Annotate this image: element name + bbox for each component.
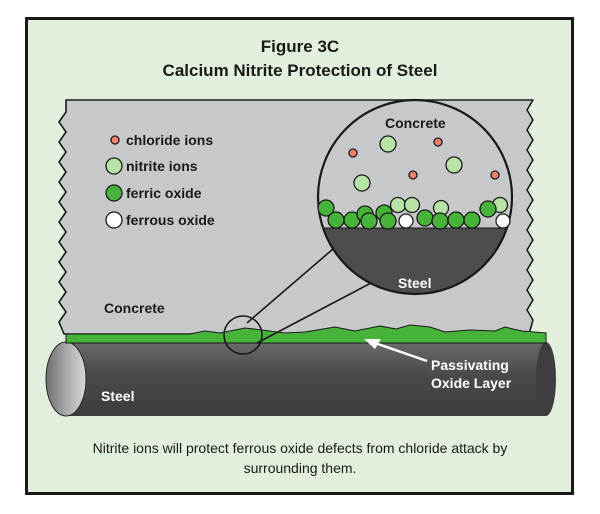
ferric-oxide (479, 200, 497, 218)
ferrous-oxide (495, 213, 511, 229)
legend-swatch-ferric (105, 184, 123, 202)
passivating-label-line1: Passivating (431, 357, 509, 373)
legend-label-ferric: ferric oxide (126, 185, 202, 201)
nitrite-ion (403, 196, 421, 214)
steel-bar-end-cap (45, 341, 87, 417)
steel-main-label: Steel (101, 388, 134, 404)
ferric-oxide (317, 199, 335, 217)
nitrite-ion (353, 174, 371, 192)
chloride-ion (348, 148, 358, 158)
legend-label-nitrite: nitrite ions (126, 158, 198, 174)
ferric-oxide (379, 212, 397, 230)
chloride-ion (408, 170, 418, 180)
ferric-oxide (327, 211, 345, 229)
chloride-ion (433, 137, 443, 147)
figure-title: Figure 3C (260, 37, 340, 56)
passivating-oxide-layer (65, 324, 547, 344)
ferric-oxide (463, 211, 481, 229)
legend-swatch-chloride (110, 135, 120, 145)
ferrous-oxide (398, 213, 414, 229)
legend-swatch-nitrite (105, 157, 123, 175)
zoom-connector-top (246, 248, 334, 324)
ferric-oxide (416, 209, 434, 227)
inset-particles (317, 135, 511, 230)
concrete-main-label: Concrete (104, 300, 165, 316)
legend-swatch-ferrous (105, 211, 123, 229)
legend: chloride ions nitrite ions ferric oxide … (105, 132, 215, 229)
ferric-oxide (431, 212, 449, 230)
nitrite-ion (389, 196, 407, 214)
zoom-source-circle (223, 315, 263, 355)
figure-caption: Nitrite ions will protect ferrous oxide … (92, 440, 508, 476)
steel-bar (66, 342, 546, 416)
passivating-arrow (364, 339, 428, 363)
legend-label-chloride: chloride ions (126, 132, 213, 148)
steel-bar-end-right (536, 342, 556, 416)
chloride-ion (490, 170, 500, 180)
nitrite-ion (379, 135, 397, 153)
zoom-connector-bottom (256, 282, 372, 344)
legend-label-ferrous: ferrous oxide (126, 212, 215, 228)
ferric-oxide (360, 212, 378, 230)
figure-subtitle: Calcium Nitrite Protection of Steel (162, 61, 438, 80)
steel-inset-label: Steel (398, 275, 431, 291)
concrete-inset-label: Concrete (385, 115, 446, 131)
nitrite-ion (445, 156, 463, 174)
passivating-label-line2: Oxide Layer (431, 375, 512, 391)
ferric-oxide (447, 211, 465, 229)
